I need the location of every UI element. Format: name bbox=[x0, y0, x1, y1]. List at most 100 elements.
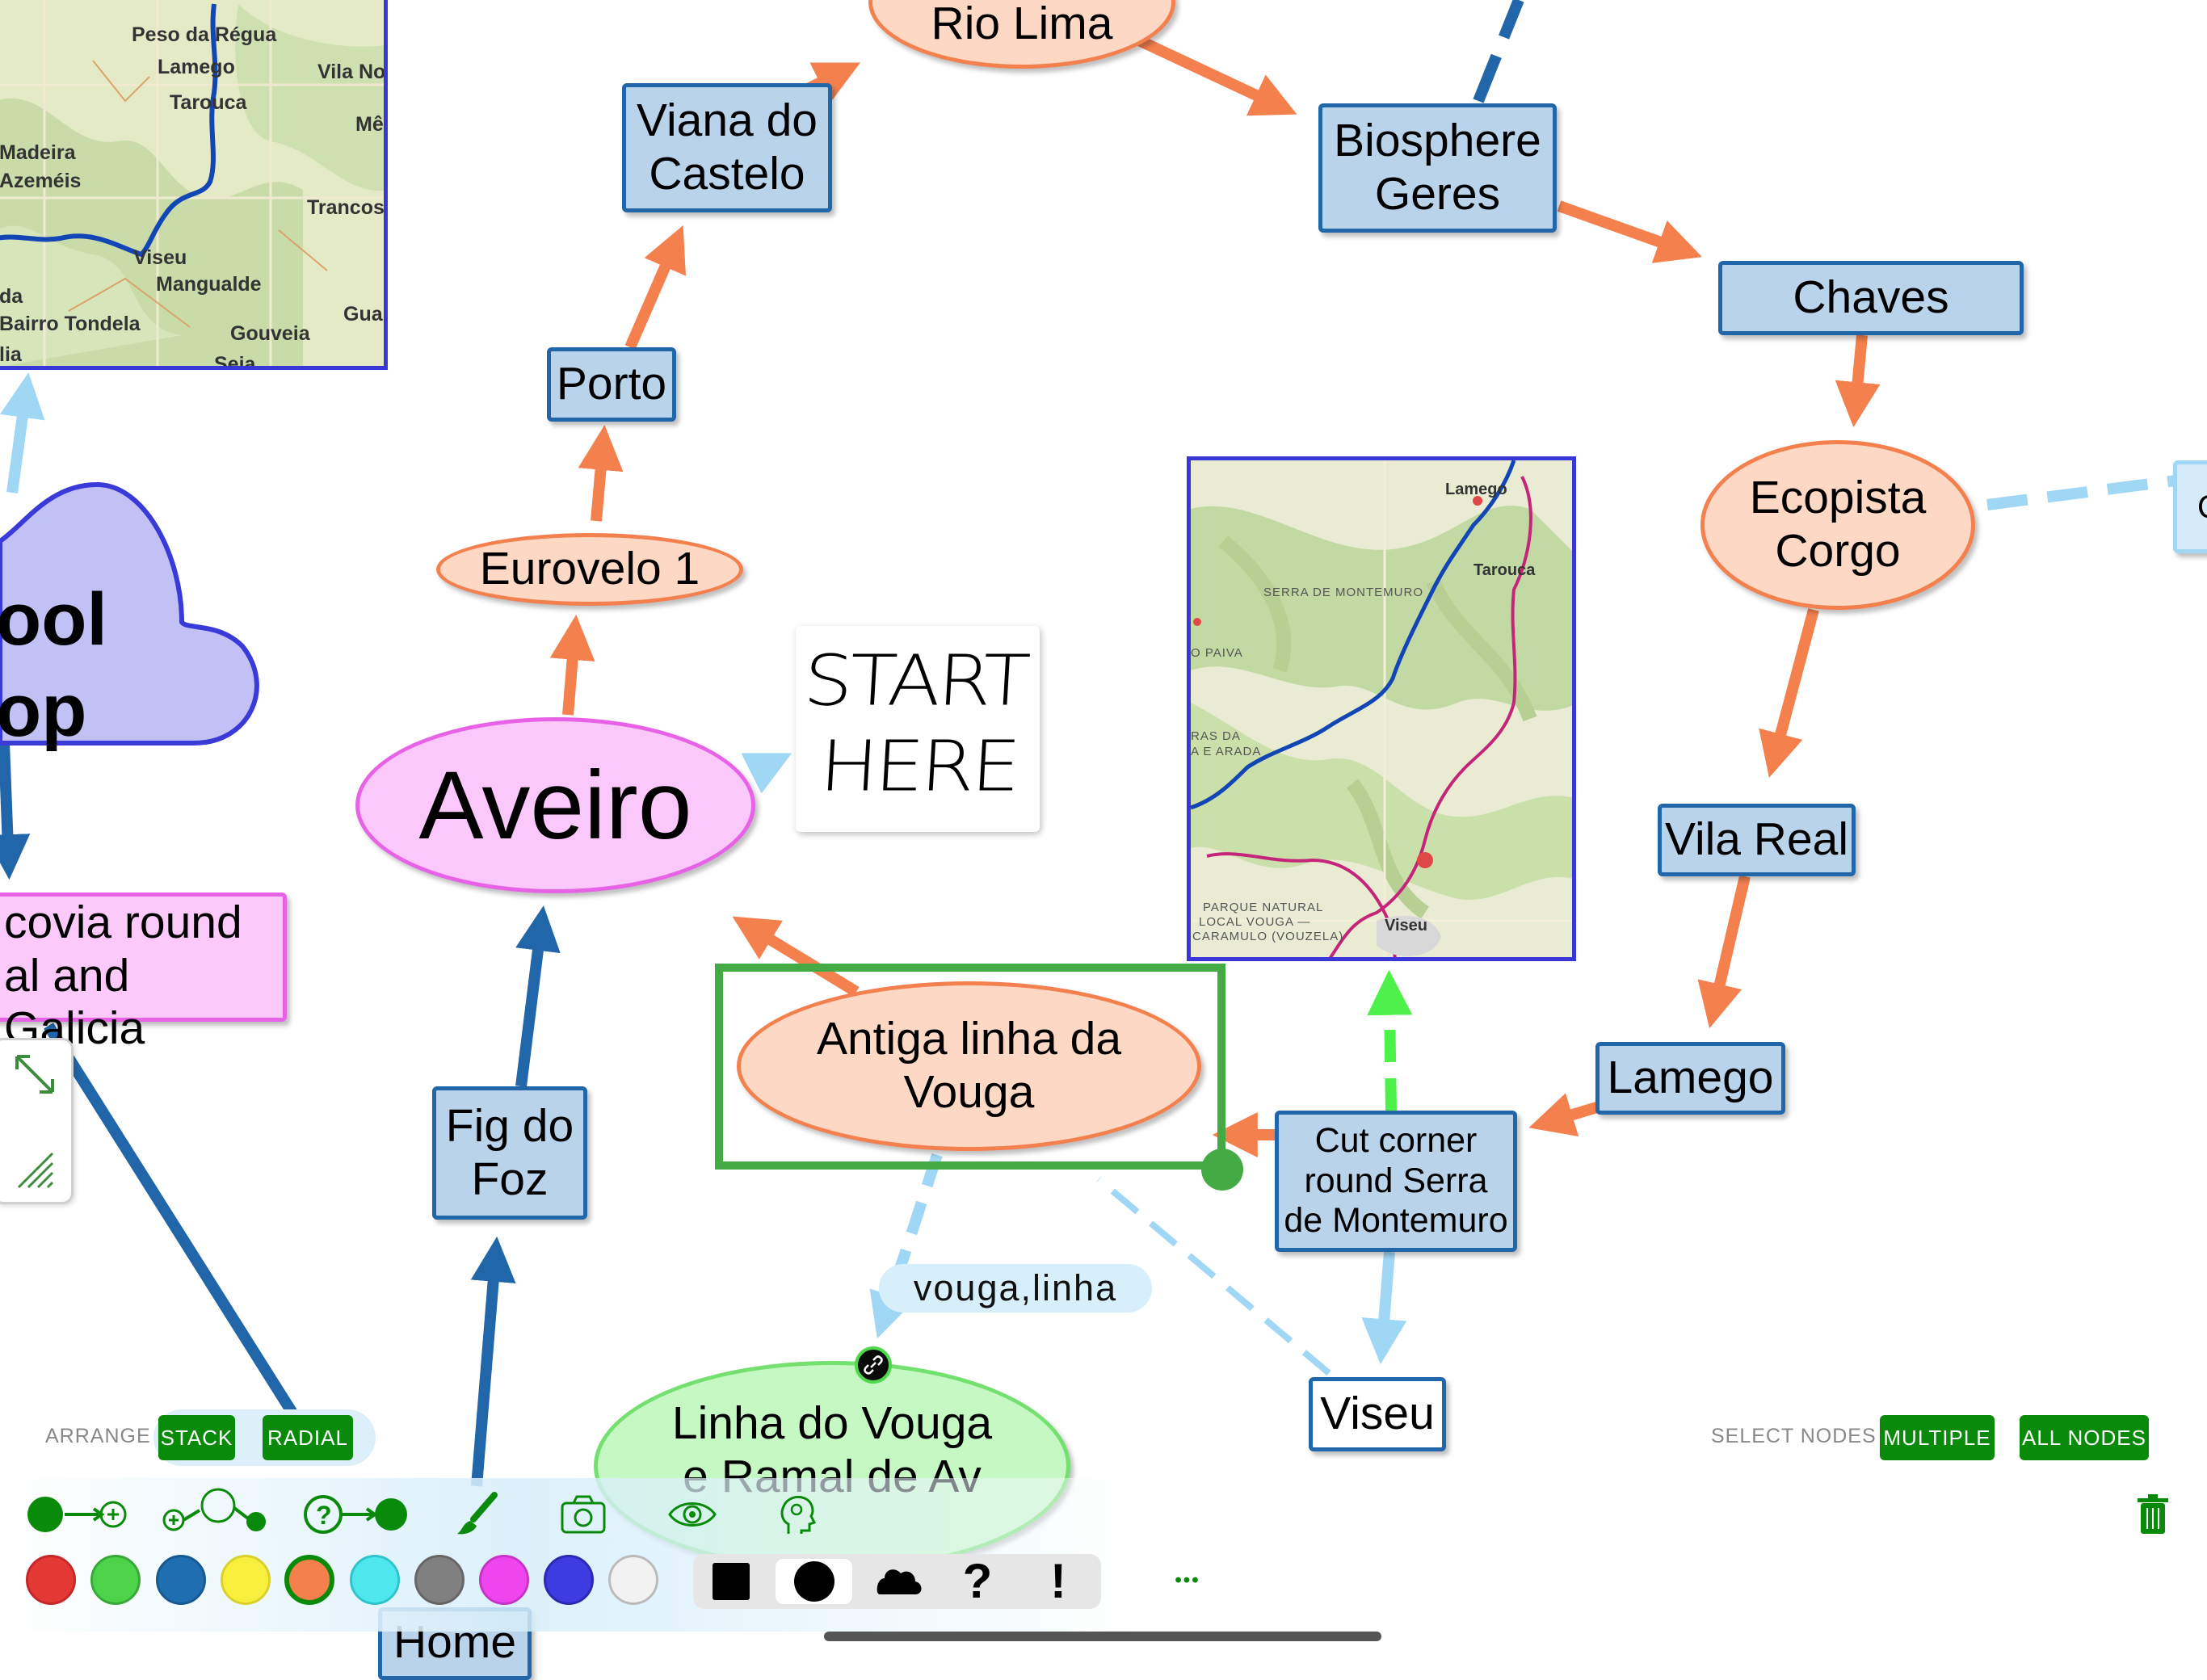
edge-home-figfoz bbox=[470, 1236, 516, 1487]
map-thumbnail-montemuro[interactable]: Lamego Tarouca SERRA DE MONTEMURO O PAIV… bbox=[1187, 456, 1576, 961]
trash-icon[interactable] bbox=[2133, 1490, 2173, 1539]
map-label: Lamego bbox=[1445, 481, 1507, 498]
node-ecovia-line: covia round bbox=[4, 897, 242, 948]
edge-chaves-ecopista bbox=[1835, 334, 1881, 428]
shape-exclaim-button[interactable]: ! bbox=[1050, 1553, 1066, 1608]
map-label: Azeméis bbox=[0, 170, 82, 192]
selection-resize-handle[interactable] bbox=[1201, 1149, 1243, 1191]
map-label: Viseu bbox=[133, 246, 187, 269]
node-lamego[interactable]: Lamego bbox=[1595, 1042, 1785, 1115]
node-biosphere-geres[interactable]: Biosphere Geres bbox=[1318, 103, 1557, 233]
sticky-note-text: HERE bbox=[818, 725, 1020, 808]
map-label: Seia bbox=[214, 353, 256, 370]
edge-biosphere-chaves bbox=[1557, 200, 1702, 263]
edge-vilareal-lamego bbox=[1697, 875, 1751, 1029]
map-label: Madeira bbox=[0, 141, 76, 164]
edge-cloud-ecovia bbox=[0, 742, 31, 880]
node-fig-do-foz[interactable]: Fig do Foz bbox=[432, 1086, 587, 1220]
color-swatch-white[interactable] bbox=[608, 1555, 658, 1605]
side-panel[interactable] bbox=[0, 1038, 74, 1204]
edge-cutcorner-viseu bbox=[1361, 1251, 1407, 1365]
node-ecovia-line: al and Galicia bbox=[4, 949, 145, 1055]
shape-square-button[interactable] bbox=[699, 1559, 763, 1604]
color-swatch-magenta[interactable] bbox=[479, 1555, 529, 1605]
color-swatch-indigo[interactable] bbox=[544, 1555, 594, 1605]
eye-icon[interactable] bbox=[666, 1490, 718, 1539]
node-viana-do-castelo[interactable]: Viana do Castelo bbox=[622, 83, 832, 212]
node-aveiro[interactable]: Aveiro bbox=[355, 717, 755, 893]
map-label: SERRA DE MONTEMURO bbox=[1263, 586, 1424, 599]
shape-question-button[interactable]: ? bbox=[962, 1553, 993, 1608]
brush-icon[interactable] bbox=[452, 1490, 501, 1539]
multiple-button[interactable]: MULTIPLE bbox=[1880, 1415, 1995, 1460]
map-label: Lamego bbox=[158, 56, 235, 78]
edge-lamego-cutcorner bbox=[1528, 1093, 1602, 1136]
map-label: RAS DA bbox=[1191, 729, 1241, 743]
edge-ecopista-vilareal bbox=[1759, 608, 1819, 778]
stack-button[interactable]: STACK bbox=[158, 1415, 235, 1460]
edge-cloud-map bbox=[0, 372, 45, 494]
map-label: Tarouca bbox=[170, 91, 247, 114]
square-icon bbox=[713, 1563, 750, 1600]
cloud-node-label: op bbox=[0, 670, 87, 752]
map-label: da bbox=[0, 285, 23, 308]
map-label: lia bbox=[0, 343, 22, 366]
map-label: Tarouca bbox=[1473, 561, 1536, 579]
edge-figfoz-aveiro bbox=[515, 905, 561, 1087]
arrange-label: ARRANGE bbox=[45, 1425, 151, 1447]
edge-biosphere-top bbox=[1473, 0, 1524, 103]
node-vila-real[interactable]: Vila Real bbox=[1658, 804, 1856, 876]
head-icon[interactable] bbox=[777, 1490, 818, 1539]
node-chaves[interactable]: Chaves bbox=[1718, 261, 2024, 335]
shape-cloud-button[interactable] bbox=[863, 1559, 934, 1604]
sticky-note-text: START bbox=[801, 640, 1030, 722]
map-label: CARAMULO (VOUZELA) bbox=[1192, 930, 1344, 943]
add-sibling-icon[interactable] bbox=[158, 1488, 271, 1536]
camera-icon[interactable] bbox=[557, 1490, 609, 1539]
cloud-icon bbox=[876, 1569, 922, 1594]
edge-label-vouga-linha[interactable]: vouga,linha bbox=[879, 1264, 1152, 1312]
cloud-node[interactable] bbox=[0, 477, 267, 783]
home-indicator[interactable] bbox=[824, 1632, 1381, 1641]
node-eurovelo-1[interactable]: Eurovelo 1 bbox=[436, 533, 743, 606]
map-label: Mê bbox=[355, 113, 384, 136]
more-options-button[interactable]: ••• bbox=[1175, 1569, 1200, 1591]
map-label: Mangualde bbox=[156, 273, 262, 296]
all-nodes-button[interactable]: ALL NODES bbox=[2020, 1415, 2149, 1460]
color-swatch-gray[interactable] bbox=[414, 1555, 465, 1605]
map-terrain bbox=[0, 0, 384, 366]
color-swatch-orange-selected[interactable] bbox=[284, 1555, 334, 1605]
radial-button[interactable]: RADIAL bbox=[263, 1415, 353, 1460]
node-cut-corner[interactable]: Cut corner round Serra de Montemuro bbox=[1275, 1111, 1517, 1252]
color-swatch-green[interactable] bbox=[90, 1555, 141, 1605]
resize-handle-icon[interactable] bbox=[11, 1145, 59, 1194]
shape-ellipse-button-selected[interactable] bbox=[776, 1559, 852, 1604]
color-swatch-blue[interactable] bbox=[156, 1555, 206, 1605]
selection-frame[interactable] bbox=[715, 964, 1225, 1170]
add-question-icon[interactable]: ? bbox=[301, 1490, 410, 1539]
select-nodes-label: SELECT NODES bbox=[1711, 1425, 1877, 1447]
circle-icon bbox=[793, 1561, 834, 1602]
expand-icon[interactable] bbox=[11, 1050, 59, 1098]
edge-aveiro-eurovelo bbox=[549, 614, 595, 716]
color-swatch-cyan[interactable] bbox=[350, 1555, 400, 1605]
map-thumbnail-top[interactable]: Peso da Régua Lamego Vila No Tarouca Mê … bbox=[0, 0, 388, 370]
node-viseu[interactable]: Viseu bbox=[1309, 1377, 1446, 1451]
node-porto[interactable]: Porto bbox=[547, 347, 676, 422]
map-label: Bairro Tondela bbox=[0, 313, 141, 335]
sticky-note-start-here[interactable]: START HERE bbox=[796, 626, 1040, 832]
node-ecopista-corgo[interactable]: Ecopista Corgo bbox=[1700, 440, 1975, 610]
map-label: PARQUE NATURAL bbox=[1203, 901, 1324, 914]
map-label: Trancos bbox=[307, 196, 385, 219]
color-swatch-yellow[interactable] bbox=[221, 1555, 271, 1605]
map-label: Gouveia bbox=[230, 322, 310, 345]
svg-text:?: ? bbox=[316, 1501, 332, 1530]
color-swatch-red[interactable] bbox=[26, 1555, 76, 1605]
add-child-icon[interactable] bbox=[24, 1490, 129, 1539]
node-antiga-linha[interactable]: Antiga linha da Vouga bbox=[737, 981, 1201, 1151]
node-partial-right[interactable]: C bbox=[2173, 460, 2207, 553]
link-badge-icon[interactable] bbox=[855, 1346, 892, 1384]
node-ecovia[interactable]: covia round al and Galicia bbox=[0, 892, 287, 1054]
map-label: Vila No bbox=[317, 61, 386, 83]
